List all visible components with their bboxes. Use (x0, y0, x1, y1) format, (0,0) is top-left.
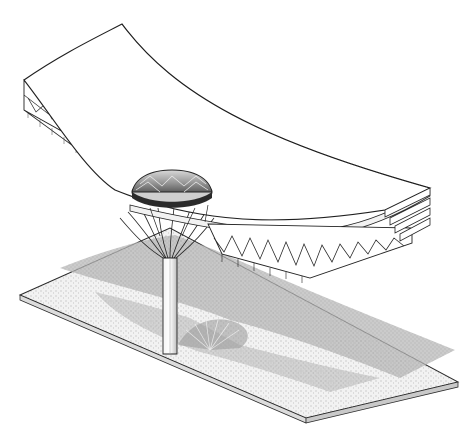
dome-hub (131, 169, 213, 208)
hub-connectors (149, 204, 209, 237)
right-truss (207, 187, 431, 283)
roof-surface (23, 23, 432, 221)
column-shadow (178, 319, 248, 351)
column (162, 257, 178, 355)
